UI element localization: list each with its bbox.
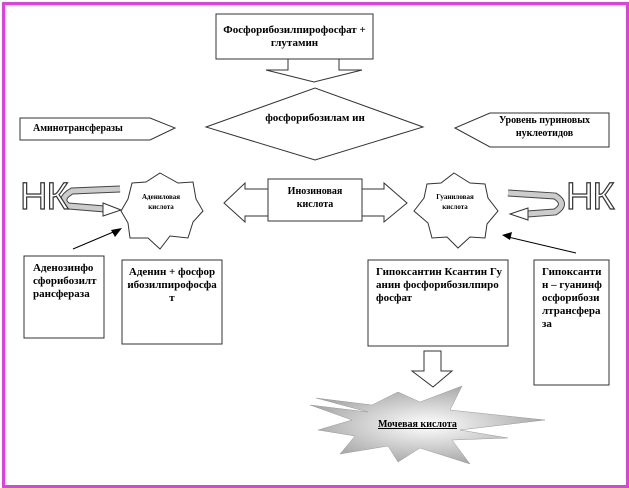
left-pointer-arrow [19,117,177,141]
diamond-shape [204,87,425,161]
inosinic-acid-label: Инозиновая кислота [287,186,343,210]
aprt-box [23,255,105,339]
guanylic-acid-label: Гуаниловая кислота [436,193,474,211]
top-box-text: Фосфорибозилпирофосфат + глутамин [223,24,366,49]
guanylic-star [413,172,499,249]
adenine-box [121,259,223,345]
nk-right-label: НК [565,175,615,218]
right-pointer-arrow [453,112,610,148]
down-arrow-uric [410,350,454,388]
aminotransferase-label: Аминотрансферазы [33,123,123,134]
adenylic-star [120,172,204,250]
hypo-text: Гипоксантин Ксантин Гуанин фосфорибозилп… [376,266,502,304]
purine-level-label: Уровень пуриновых нуклеотидов [498,115,591,139]
arrow-aprt [72,229,119,250]
curved-arrow-right [507,189,565,221]
double-arrow-right [361,181,408,224]
hgprt-box [533,259,610,386]
down-arrow-top [265,58,363,83]
uric-acid-label: Мочевая кислота [378,419,457,430]
diamond-text: фосфорибозилам ин [265,112,365,124]
hgprt-text: Гипоксантин – гуанинфосфорибозилтрансфер… [542,266,602,330]
curved-arrow-left [60,185,123,217]
adenylic-acid-label: Адениловая кислота [142,193,181,211]
aprt-text: Аденозинфосфорибозилтрансфераза [33,262,97,300]
hypo-box [367,259,509,347]
adenine-text: Аденин + фосфорибозилпирофосфат [127,266,217,304]
arrow-hgprt [507,236,577,254]
nk-left-label: НК [19,175,69,218]
double-arrow-left [223,181,269,224]
uric-acid-burst [309,385,546,465]
